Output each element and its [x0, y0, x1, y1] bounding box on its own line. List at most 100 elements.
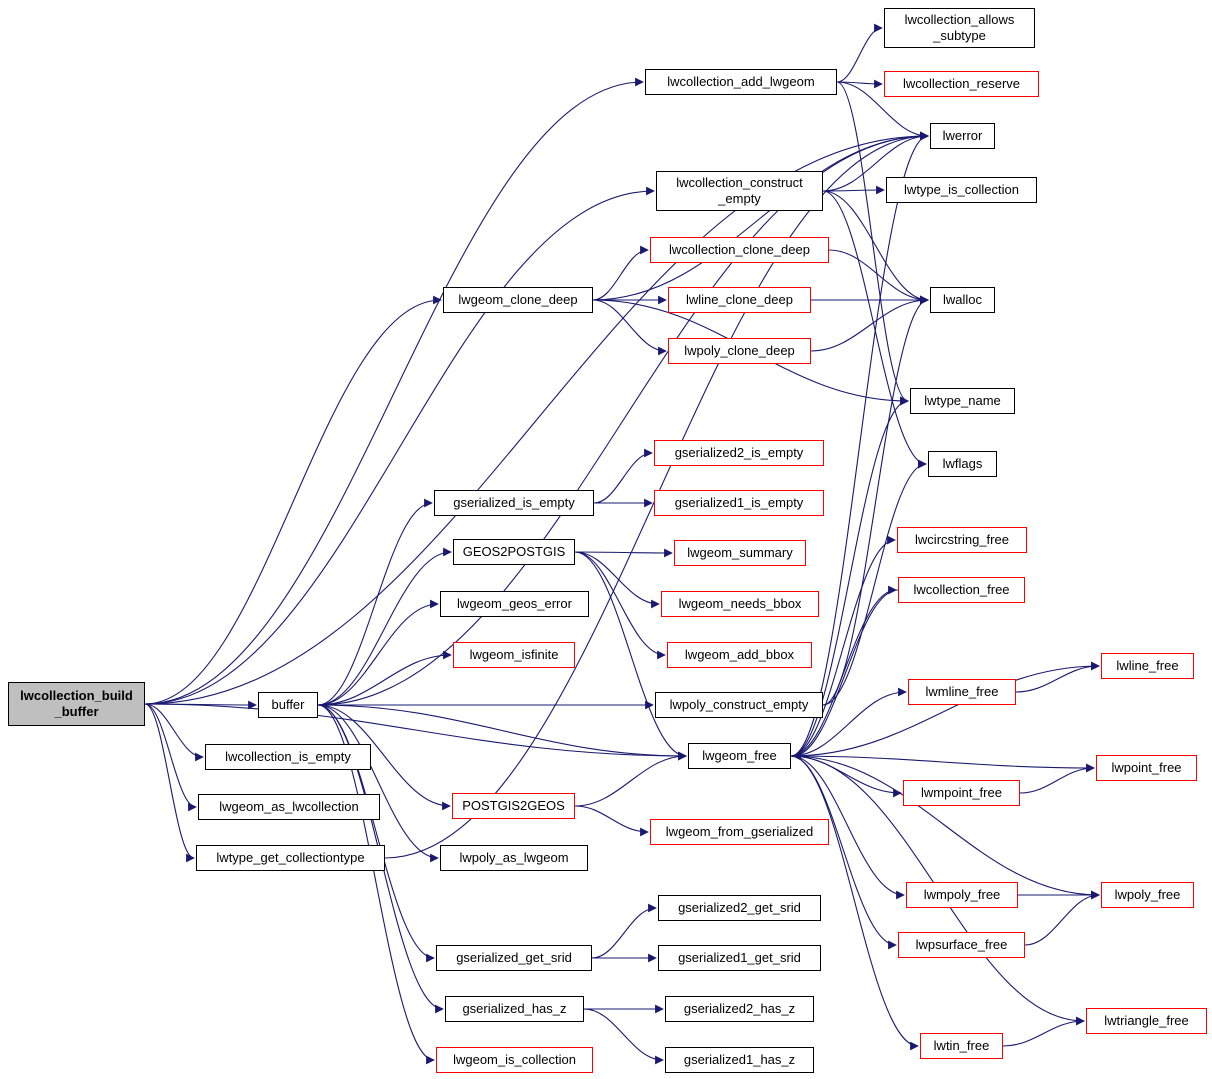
- edge-lwtin_free--lwtriangle_free: [1002, 1016, 1085, 1047]
- edge-lwcollection_free--lwgeom_free: [792, 589, 899, 761]
- edge-lwgeom_free--lwerror: [790, 131, 929, 757]
- edge-lwgeom_clone_deep--lwerror: [592, 131, 929, 301]
- node-lwpoly_free[interactable]: lwpoly_free: [1101, 882, 1194, 908]
- edge-lwcollection_clone_deep--lwalloc: [828, 249, 929, 305]
- edge-lwgeom_clone_deep--lwcollection_clone_deep: [592, 245, 649, 301]
- node-gserialized1_has_z[interactable]: gserialized1_has_z: [665, 1047, 814, 1073]
- edge-lwgeom_clone_deep--lwpoly_clone_deep: [592, 299, 667, 356]
- node-lwmline_free[interactable]: lwmline_free: [908, 679, 1016, 705]
- node-lwmpoly_free[interactable]: lwmpoly_free: [906, 882, 1018, 908]
- node-lwline_clone_deep[interactable]: lwline_clone_deep: [668, 287, 811, 313]
- node-gserialized_is_empty[interactable]: gserialized_is_empty: [434, 490, 594, 516]
- node-lwpoint_free[interactable]: lwpoint_free: [1096, 755, 1197, 781]
- node-GEOS2POSTGIS[interactable]: GEOS2POSTGIS: [453, 539, 575, 565]
- node-lwgeom_summary[interactable]: lwgeom_summary: [674, 540, 806, 566]
- edge-buffer--lwgeom_is_collection: [317, 704, 435, 1065]
- edge-buffer--lwerror: [317, 131, 929, 706]
- node-lwflags[interactable]: lwflags: [928, 451, 997, 477]
- node-lwgeom_clone_deep[interactable]: lwgeom_clone_deep: [443, 287, 593, 313]
- node-lwgeom_needs_bbox[interactable]: lwgeom_needs_bbox: [661, 591, 819, 617]
- node-lwcollection_clone_deep[interactable]: lwcollection_clone_deep: [650, 237, 829, 263]
- node-lwgeom_add_bbox[interactable]: lwgeom_add_bbox: [667, 642, 812, 668]
- edge-lwpoly_construct_empty--lwflags: [822, 459, 927, 706]
- edge-lwcollection_add_lwgeom--lwerror: [836, 81, 929, 141]
- node-lwcollection_reserve[interactable]: lwcollection_reserve: [884, 71, 1039, 97]
- edge-lwgeom_free--lwtype_name: [790, 396, 909, 757]
- node-lwpsurface_free[interactable]: lwpsurface_free: [898, 932, 1025, 958]
- node-lwgeom_free[interactable]: lwgeom_free: [688, 743, 791, 769]
- node-lwmpoint_free[interactable]: lwmpoint_free: [903, 780, 1020, 806]
- node-buffer[interactable]: buffer: [258, 692, 318, 718]
- node-POSTGIS2GEOS[interactable]: POSTGIS2GEOS: [452, 793, 575, 819]
- edge-lwgeom_free--lwline_free: [790, 661, 1100, 757]
- node-lwtype_get_collectiontype[interactable]: lwtype_get_collectiontype: [196, 845, 385, 871]
- edge-lwgeom_free--lwmpoly_free: [790, 755, 905, 900]
- edge-lwcollection_build_buffer--lwcollection_is_empty: [144, 703, 204, 762]
- edge-lwcollection_build_buffer--lwerror: [144, 131, 929, 705]
- node-gserialized2_get_srid[interactable]: gserialized2_get_srid: [658, 895, 821, 921]
- node-lwpoly_clone_deep[interactable]: lwpoly_clone_deep: [668, 338, 811, 364]
- edge-buffer--lwgeom_geos_error: [317, 599, 439, 706]
- node-lwpoly_construct_empty[interactable]: lwpoly_construct_empty: [655, 692, 823, 718]
- edge-lwcollection_add_lwgeom--lwcollection_allows_subtype: [836, 23, 883, 83]
- edge-lwcollection_build_buffer--lwgeom_free: [144, 703, 687, 761]
- node-lwerror[interactable]: lwerror: [930, 123, 995, 149]
- edge-buffer--gserialized_get_srid: [317, 704, 435, 963]
- node-lwgeom_is_collection[interactable]: lwgeom_is_collection: [436, 1047, 593, 1073]
- node-lwgeom_as_lwcollection[interactable]: lwgeom_as_lwcollection: [198, 794, 380, 820]
- node-lwtriangle_free[interactable]: lwtriangle_free: [1086, 1008, 1207, 1034]
- node-lwcollection_build_buffer[interactable]: lwcollection_build _buffer: [8, 682, 145, 726]
- edge-lwgeom_free--lwpoint_free: [790, 755, 1095, 773]
- node-lwgeom_isfinite[interactable]: lwgeom_isfinite: [453, 642, 575, 668]
- node-lwcollection_free[interactable]: lwcollection_free: [898, 577, 1025, 603]
- edge-GEOS2POSTGIS--lwgeom_summary: [574, 548, 673, 558]
- edge-buffer--GEOS2POSTGIS: [317, 547, 452, 706]
- edge-lwpoly_construct_empty--lwalloc: [822, 295, 929, 706]
- edge-POSTGIS2GEOS--lwgeom_from_gserialized: [574, 805, 649, 837]
- edge-lwcollection_build_buffer--lwgeom_as_lwcollection: [144, 703, 197, 812]
- edge-gserialized_has_z--gserialized1_has_z: [583, 1008, 664, 1065]
- edge-lwmpoint_free--lwpoint_free: [1019, 763, 1095, 794]
- edge-gserialized_is_empty--gserialized2_is_empty: [593, 448, 653, 504]
- node-lwcollection_construct_empty[interactable]: lwcollection_construct _empty: [656, 171, 823, 211]
- node-gserialized1_get_srid[interactable]: gserialized1_get_srid: [658, 945, 821, 971]
- node-gserialized2_has_z[interactable]: gserialized2_has_z: [665, 996, 814, 1022]
- node-lwtin_free[interactable]: lwtin_free: [920, 1033, 1003, 1059]
- node-lwcollection_allows_subtype[interactable]: lwcollection_allows _subtype: [884, 8, 1035, 48]
- node-gserialized2_is_empty[interactable]: gserialized2_is_empty: [654, 440, 824, 466]
- edge-lwcollection_build_buffer--lwgeom_clone_deep: [144, 295, 442, 705]
- edge-lwcollection_construct_empty--lwflags: [822, 190, 927, 469]
- edge-lwgeom_free--lwmline_free: [790, 687, 907, 757]
- edge-lwgeom_free--lwcollection_free: [790, 585, 897, 757]
- node-lwcollection_add_lwgeom[interactable]: lwcollection_add_lwgeom: [645, 69, 837, 95]
- edge-lwpoly_clone_deep--lwalloc: [810, 295, 929, 352]
- node-lwtype_is_collection[interactable]: lwtype_is_collection: [886, 177, 1037, 203]
- edge-lwcollection_construct_empty--lwtype_is_collection: [822, 185, 885, 195]
- node-lwcollection_is_empty[interactable]: lwcollection_is_empty: [205, 744, 371, 770]
- edge-lwcollection_build_buffer--lwcollection_add_lwgeom: [144, 77, 644, 705]
- edge-lwmline_free--lwline_free: [1015, 661, 1100, 693]
- node-gserialized_get_srid[interactable]: gserialized_get_srid: [436, 945, 592, 971]
- edge-buffer--lwgeom_free: [317, 704, 687, 761]
- edge-buffer--lwpoly_as_lwgeom: [317, 704, 439, 863]
- node-lwpoly_as_lwgeom[interactable]: lwpoly_as_lwgeom: [440, 845, 588, 871]
- edge-buffer--gserialized_is_empty: [317, 498, 433, 706]
- edge-buffer--POSTGIS2GEOS: [317, 704, 451, 811]
- edge-buffer--lwgeom_isfinite: [317, 650, 452, 706]
- node-gserialized_has_z[interactable]: gserialized_has_z: [445, 996, 584, 1022]
- edge-gserialized_get_srid--gserialized2_get_srid: [591, 903, 657, 959]
- edge-GEOS2POSTGIS--lwgeom_needs_bbox: [574, 551, 660, 609]
- node-lwgeom_geos_error[interactable]: lwgeom_geos_error: [440, 591, 589, 617]
- node-lwalloc[interactable]: lwalloc: [930, 287, 995, 313]
- node-gserialized1_is_empty[interactable]: gserialized1_is_empty: [654, 490, 824, 516]
- edge-lwgeom_free--lwcircstring_free: [790, 535, 896, 757]
- node-lwcircstring_free[interactable]: lwcircstring_free: [897, 527, 1027, 553]
- edge-lwcollection_build_buffer--lwtype_get_collectiontype: [144, 703, 195, 863]
- node-lwgeom_from_gserialized[interactable]: lwgeom_from_gserialized: [650, 819, 829, 845]
- node-lwline_free[interactable]: lwline_free: [1101, 653, 1194, 679]
- edge-lwpsurface_free--lwpoly_free: [1024, 890, 1100, 946]
- node-lwtype_name[interactable]: lwtype_name: [910, 388, 1015, 414]
- edge-GEOS2POSTGIS--lwgeom_add_bbox: [574, 551, 666, 660]
